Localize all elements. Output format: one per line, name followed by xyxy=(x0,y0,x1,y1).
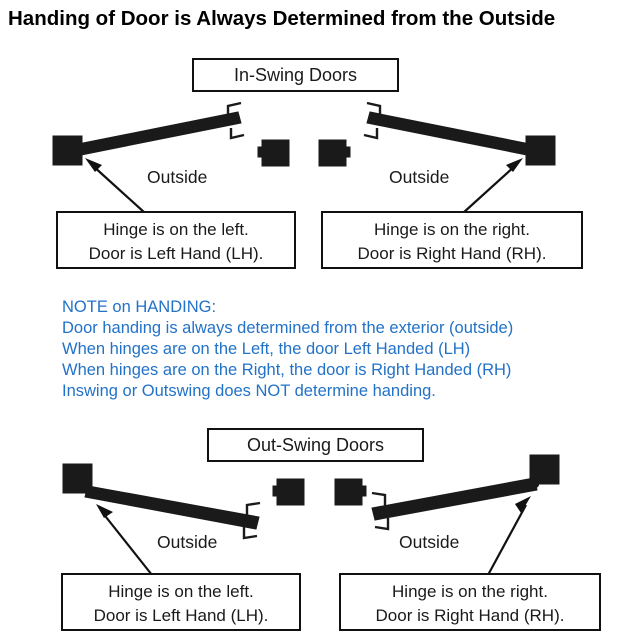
outswing-left-hinge-arrow-line xyxy=(101,511,153,576)
outswing-center-jambs xyxy=(272,478,367,506)
page-title: Handing of Door is Always Determined fro… xyxy=(8,7,555,30)
outswing-left-callout-line2: Door is Left Hand (LH). xyxy=(94,606,269,625)
note-line-3: When hinges are on the Right, the door i… xyxy=(62,361,511,379)
inswing-left-callout: Hinge is on the left. Door is Left Hand … xyxy=(56,211,296,269)
inswing-right-callout-line1: Hinge is on the right. xyxy=(374,220,530,239)
outswing-center-jamb-right xyxy=(334,478,363,506)
inswing-right-door-lever-upper xyxy=(366,101,382,116)
inswing-heading-box xyxy=(192,58,399,92)
inswing-center-jamb-left-notch xyxy=(257,146,264,158)
outswing-right-door-leaf xyxy=(371,477,538,521)
inswing-left-hinge-pivot xyxy=(74,142,84,152)
inswing-left-callout-line1: Hinge is on the left. xyxy=(103,220,249,239)
inswing-right-door-figure: Outside xyxy=(363,101,556,214)
note-line-1: Door handing is always determined from t… xyxy=(62,319,513,337)
inswing-left-outside-label: Outside xyxy=(147,167,207,187)
handing-note-block: NOTE on HANDING: Door handing is always … xyxy=(62,298,513,400)
outswing-left-hinge-arrow-head xyxy=(96,504,113,518)
inswing-left-door-figure: Outside xyxy=(52,101,245,214)
inswing-right-callout-box xyxy=(321,211,583,269)
outswing-right-callout-line2: Door is Right Hand (RH). xyxy=(376,606,565,625)
outswing-center-jamb-left xyxy=(276,478,305,506)
outswing-right-callout-line1: Hinge is on the right. xyxy=(392,582,548,601)
outswing-right-door-lever-lower xyxy=(374,518,390,531)
outswing-left-callout: Hinge is on the left. Door is Left Hand … xyxy=(61,573,301,631)
inswing-left-door-leaf xyxy=(77,111,242,156)
inswing-right-hinge-arrow-head xyxy=(506,158,523,172)
inswing-right-callout-line2: Door is Right Hand (RH). xyxy=(358,244,547,263)
outswing-left-hinge-pivot xyxy=(84,487,94,497)
outswing-center-jamb-right-notch xyxy=(360,485,367,497)
note-heading: NOTE on HANDING: xyxy=(62,298,216,316)
inswing-heading-label: In-Swing Doors xyxy=(234,65,357,85)
outswing-left-door-figure: Outside xyxy=(62,463,261,576)
outswing-right-outside-label: Outside xyxy=(399,532,459,552)
outswing-left-door-lever-lower xyxy=(242,527,258,540)
outswing-right-door-lever-upper xyxy=(371,491,387,506)
inswing-left-door-lever-lower xyxy=(229,128,245,140)
outswing-right-hinge-jamb xyxy=(529,454,560,485)
inswing-left-door-lever-upper xyxy=(226,101,242,116)
outswing-heading-box xyxy=(207,428,424,462)
inswing-right-hinge-pivot xyxy=(524,142,534,152)
inswing-right-callout: Hinge is on the right. Door is Right Han… xyxy=(321,211,583,269)
inswing-right-door-lever-lower xyxy=(363,128,379,140)
inswing-center-jamb-left xyxy=(261,139,290,167)
outswing-center-jamb-left-notch xyxy=(272,485,279,497)
outswing-left-callout-box xyxy=(61,573,301,631)
inswing-right-outside-label: Outside xyxy=(389,167,449,187)
outswing-left-door-lever-upper xyxy=(245,501,261,516)
inswing-center-jamb-right-notch xyxy=(344,146,351,158)
inswing-left-hinge-arrow-line xyxy=(91,164,146,214)
inswing-center-jamb-right xyxy=(318,139,347,167)
outswing-heading-label: Out-Swing Doors xyxy=(247,435,384,455)
inswing-left-callout-box xyxy=(56,211,296,269)
outswing-right-hinge-arrow-line xyxy=(487,504,527,576)
outswing-right-callout-box xyxy=(339,573,601,631)
outswing-left-outside-label: Outside xyxy=(157,532,217,552)
outswing-right-door-figure: Outside xyxy=(371,454,560,576)
outswing-right-hinge-arrow-head xyxy=(515,496,531,513)
inswing-right-door-leaf xyxy=(366,111,531,156)
inswing-left-callout-line2: Door is Left Hand (LH). xyxy=(89,244,264,263)
outswing-right-callout: Hinge is on the right. Door is Right Han… xyxy=(339,573,601,631)
outswing-left-callout-line1: Hinge is on the left. xyxy=(108,582,254,601)
inswing-left-hinge-arrow-head xyxy=(85,158,102,172)
inswing-center-jambs xyxy=(257,139,351,167)
inswing-right-hinge-arrow-line xyxy=(462,164,517,214)
note-line-2: When hinges are on the Left, the door Le… xyxy=(62,340,470,358)
note-line-4: Inswing or Outswing does NOT determine h… xyxy=(62,382,436,400)
outswing-right-hinge-pivot xyxy=(530,479,540,489)
